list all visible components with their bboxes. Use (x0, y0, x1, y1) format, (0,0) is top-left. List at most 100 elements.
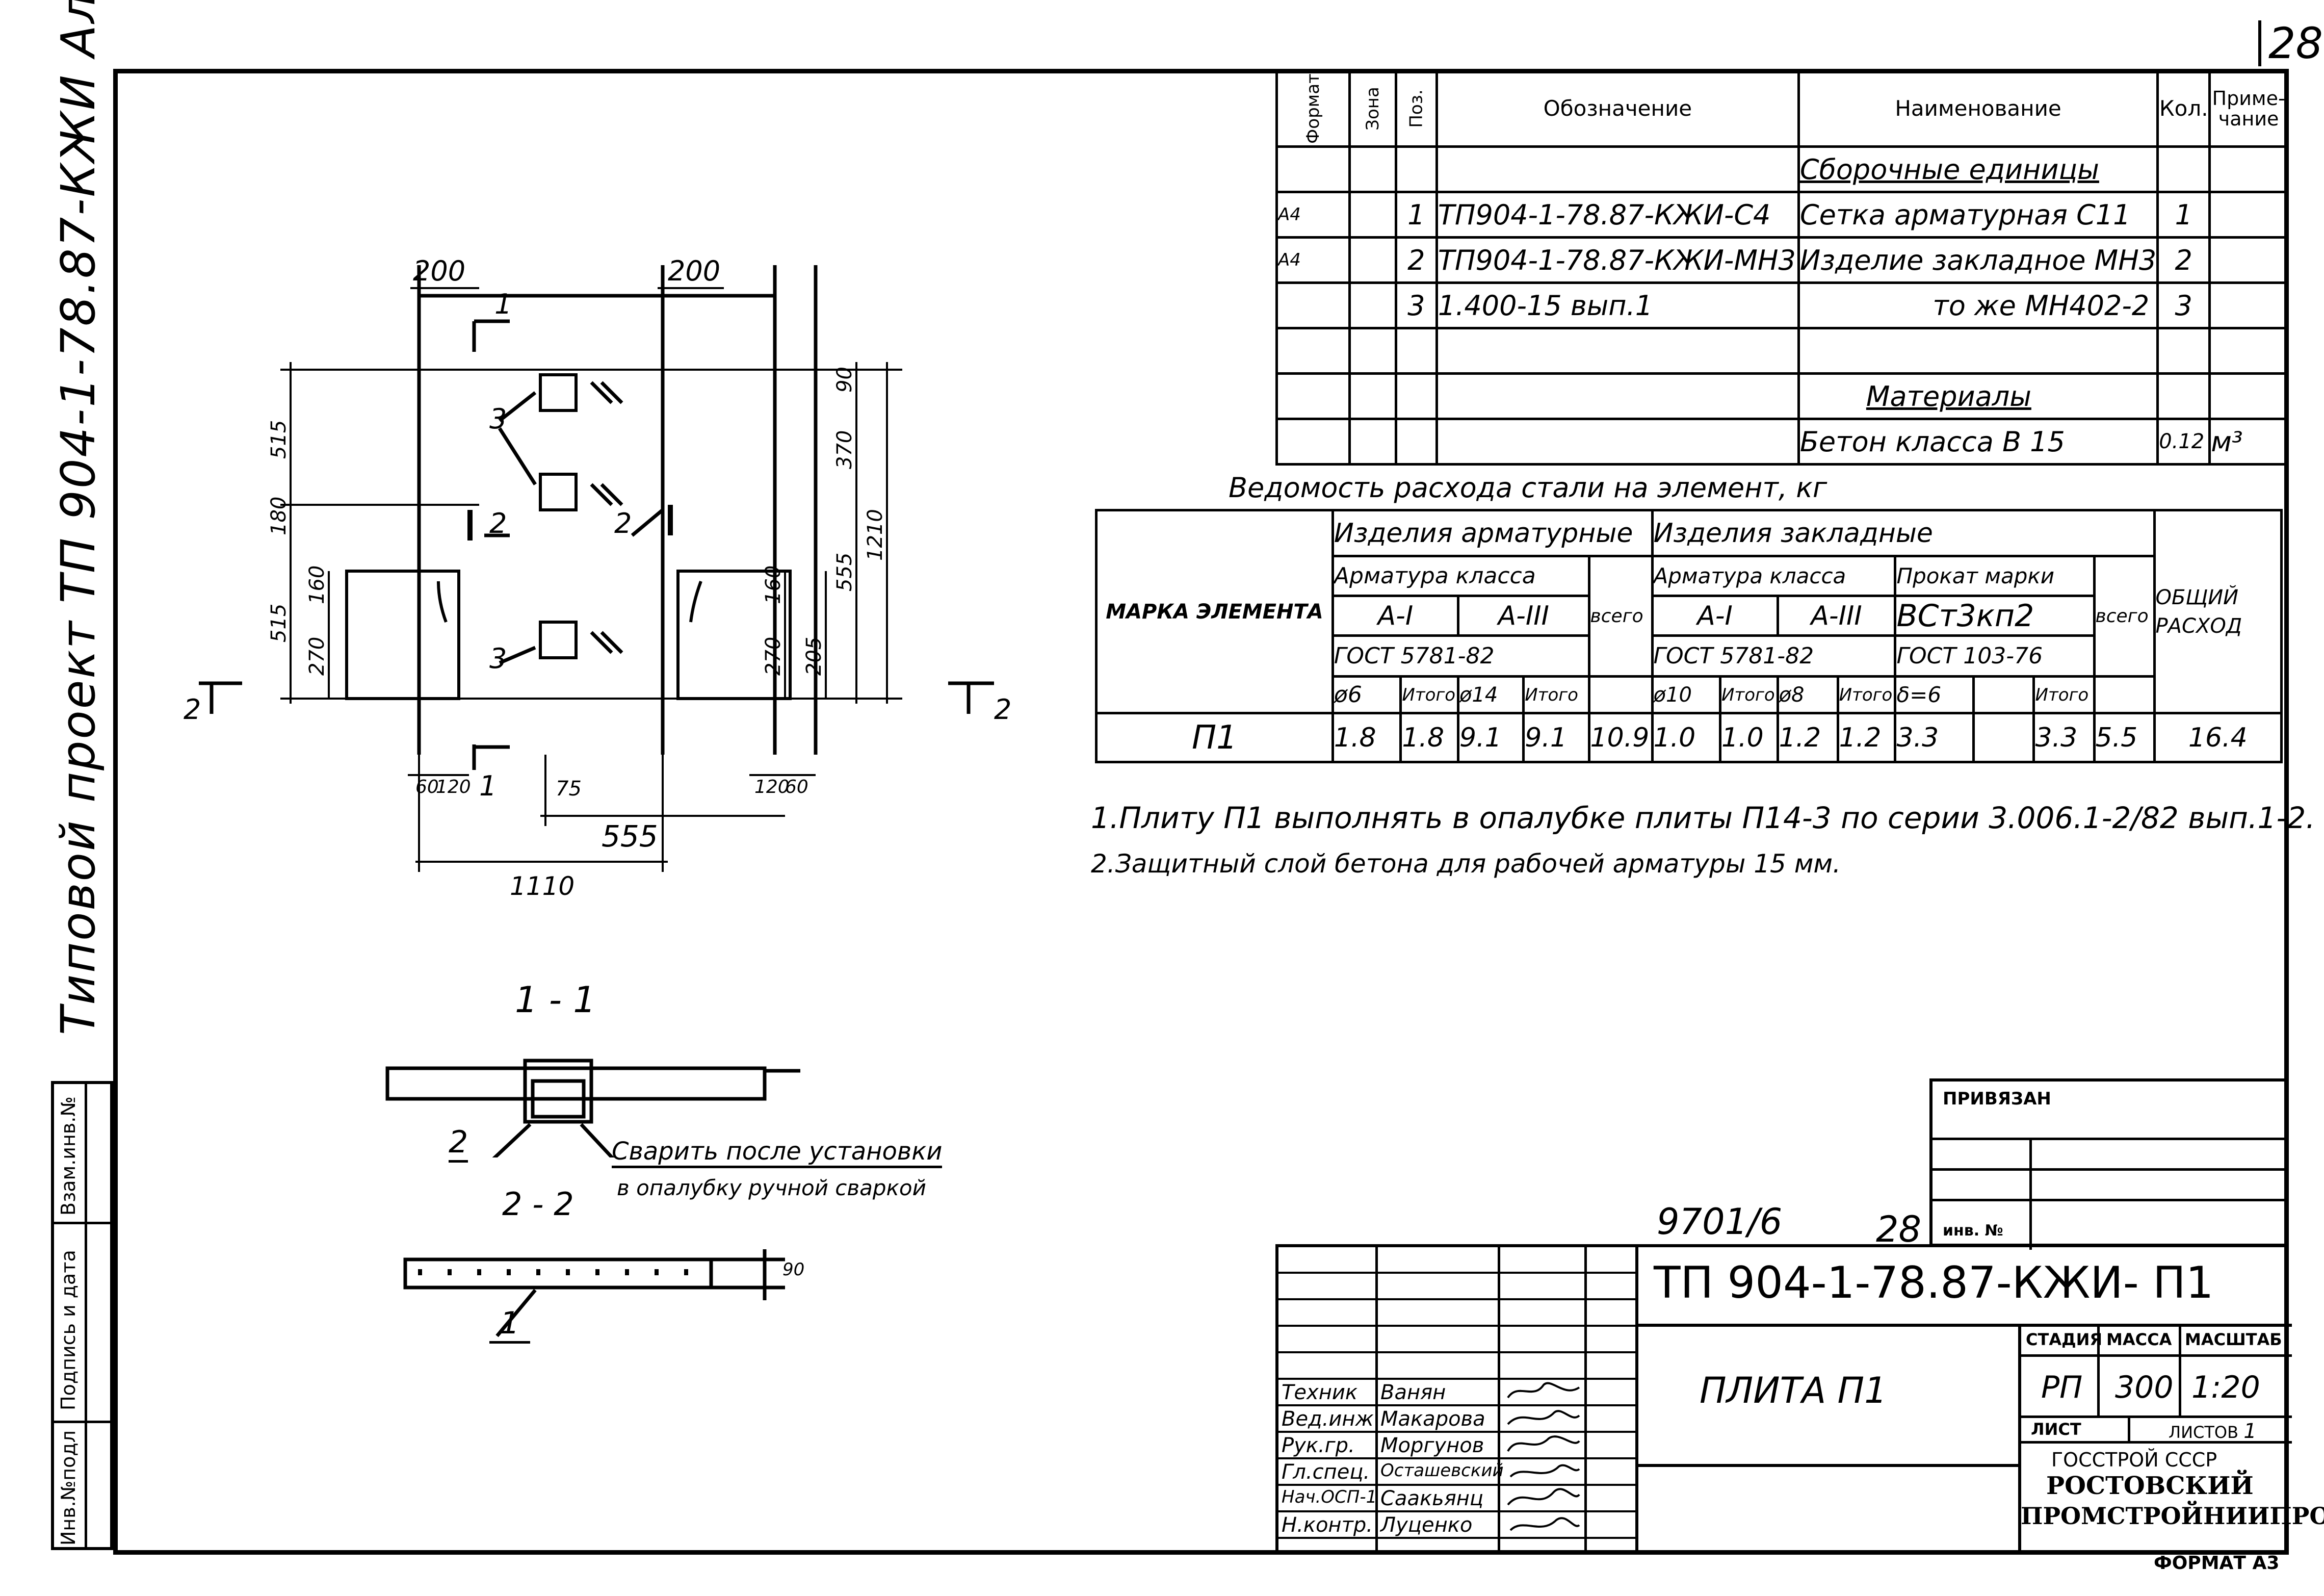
sign-row-chief-spec: Гл.спец. (1282, 1460, 1370, 1484)
archive-number: 9701/6 (1657, 1201, 1783, 1243)
callout-3: 3 (489, 403, 507, 435)
hdr-name: Наименование (1797, 69, 2159, 148)
dim-left-515: 515 (267, 420, 291, 459)
steel-table-title: Ведомость расхода стали на элемент, кг (1229, 472, 1827, 504)
dim-left-270: 270 (305, 637, 329, 676)
scale-value: 1:20 (2191, 1370, 2260, 1405)
org-line-3: ПРОМСТРОЙНИИПРОЕКТ (2021, 1502, 2324, 1530)
sheet-number-hand: 28 (1876, 1208, 1922, 1250)
mass-label: МАССА (2106, 1330, 2172, 1349)
sign-name-norm-control: Луценко (1380, 1513, 1473, 1537)
page-number: 28 (2258, 20, 2323, 66)
dim-right-1210: 1210 (864, 509, 887, 561)
hdr-zone: Зона (1348, 69, 1397, 148)
callout-2: 2 (489, 507, 507, 539)
bound-block: ПРИВЯЗАН инв. № (1929, 1078, 2289, 1250)
dim-left-515b: 515 (267, 604, 291, 642)
dim-75: 75 (556, 777, 582, 801)
steel-data-row: П1 1.8 1.8 9.1 9.1 10.9 1.0 1.0 1.2 1.2 … (1095, 712, 2283, 763)
section-2-label: 2 - 2 (502, 1186, 574, 1223)
dim-555-bottom: 555 (602, 819, 658, 854)
sign-name-chief-spec: Осташевский (1380, 1460, 1504, 1481)
hdr-emb-group: Изделия закладные (1651, 509, 2156, 557)
hdr-overall: ОБЩИЙ РАСХОД (2153, 509, 2283, 714)
hdr-format: Формат (1275, 69, 1351, 148)
section-2-right: 2 (994, 693, 1011, 726)
dim-right-205: 205 (802, 637, 826, 676)
note-2: 2.Защитный слой бетона для рабочей армат… (1091, 849, 1841, 879)
dim-60-right: 60 (785, 777, 808, 797)
weld-note-2: в опалубку ручной сваркой (617, 1175, 926, 1200)
stamp-sign-date: Подпись и дата (57, 1250, 80, 1410)
dim-top-right: 200 (668, 255, 720, 287)
drawing-name: ПЛИТА П1 (1700, 1370, 1887, 1411)
scale-label: МАСШТАБ (2185, 1330, 2282, 1349)
org-line-2: РОСТОВСКИЙ (2046, 1472, 2254, 1500)
dim-right-270: 270 (762, 637, 785, 676)
sheets-label: ЛИСТОВ 1 (2169, 1420, 2257, 1443)
dim-right-555: 555 (833, 553, 856, 591)
drawing-frame (113, 69, 2289, 1555)
callout-2b: 2 (614, 507, 632, 539)
note-1: 1.Плиту П1 выполнять в опалубке плиты П1… (1091, 801, 2315, 835)
sidebar-project-label: Типовой проект ТП 904-1-78.87-КЖИ Альбом… (51, 0, 106, 1035)
spec-row: 3 1.400-15 вып.1 то же МН402-2 3 (1275, 281, 2289, 329)
hdr-note: Приме-чание (2208, 69, 2289, 148)
callout-3b: 3 (489, 642, 507, 675)
section-2-callout-1: 1 (489, 1305, 530, 1344)
mass-value: 300 (2115, 1370, 2174, 1405)
section-2-left: 2 (184, 693, 201, 726)
dim-120-left: 120 (436, 777, 471, 797)
dim-60-left: 60 (415, 777, 439, 797)
dim-right-160: 160 (762, 565, 785, 604)
section-2-drawing (403, 1249, 785, 1337)
dim-right-90: 90 (833, 367, 856, 393)
callout-1: 1 (494, 288, 512, 320)
section-2-dim: 90 (782, 1259, 805, 1280)
weld-note-1: Сварить после установки (612, 1137, 943, 1168)
sidebar-stamp: Взам.инв.№ Подпись и дата Инв.№подл (51, 1081, 113, 1550)
hdr-qty: Кол. (2156, 69, 2211, 148)
sign-name-technician: Ванян (1380, 1381, 1446, 1404)
hdr-arm-group: Изделия арматурные (1331, 509, 1654, 557)
format-label: ФОРМАТ А3 (2154, 1553, 2280, 1574)
dim-left-180: 180 (267, 497, 291, 535)
hdr-pos: Поз. (1394, 69, 1438, 148)
spec-row (1275, 327, 2289, 375)
stamp-replace-inv: Взам.инв.№ (57, 1096, 80, 1216)
plan-drawing: 200 200 1 1 2 2 2 2 3 3 555 1110 60 120 … (184, 255, 1011, 901)
sign-row-norm-control: Н.контр. (1282, 1513, 1373, 1537)
org-line-1: ГОССТРОЙ СССР (2051, 1449, 2217, 1471)
dim-1110: 1110 (510, 871, 575, 901)
sign-row-technician: Техник (1282, 1381, 1358, 1404)
stamp-inv-orig: Инв.№подл (57, 1430, 80, 1546)
main-stamp: Техник Ванян Вед.инж Макарова Рук.гр. Мо… (1275, 1244, 2324, 1553)
spec-row: Материалы (1275, 372, 2289, 420)
section-1-drawing (385, 1059, 800, 1157)
sheet-label: ЛИСТ (2031, 1420, 2081, 1439)
stage-value: РП (2041, 1370, 2083, 1405)
dim-left-160: 160 (305, 565, 329, 604)
sign-row-dept-head: Нач.ОСП-1 (1282, 1487, 1377, 1507)
dim-right-370: 370 (833, 430, 856, 469)
sign-row-group-head: Рук.гр. (1282, 1434, 1355, 1457)
hdr-mark: МАРКА ЭЛЕМЕНТА (1095, 509, 1334, 714)
steel-table: МАРКА ЭЛЕМЕНТА Изделия арматурные Издели… (1095, 509, 2283, 763)
drawing-code: ТП 904-1-78.87-КЖИ- П1 (1654, 1257, 2214, 1308)
sign-row-lead-eng: Вед.инж (1282, 1407, 1374, 1431)
dim-top-left: 200 (413, 255, 465, 287)
sign-name-lead-eng: Макарова (1380, 1407, 1485, 1431)
callout-1b: 1 (479, 770, 497, 802)
sign-name-dept-head: Саакьянц (1380, 1487, 1484, 1510)
section-1-label: 1 - 1 (515, 979, 596, 1021)
dim-120-right: 120 (754, 777, 790, 797)
sign-name-group-head: Моргунов (1380, 1434, 1484, 1457)
specification-table: Формат Зона Поз. Обозначение Наименовани… (1275, 69, 2289, 466)
hdr-designation: Обозначение (1435, 69, 1800, 148)
signatures (1507, 1382, 1580, 1531)
spec-row: Сборочные единицы (1275, 145, 2289, 193)
section-1-callout-2: 2 (449, 1124, 468, 1163)
